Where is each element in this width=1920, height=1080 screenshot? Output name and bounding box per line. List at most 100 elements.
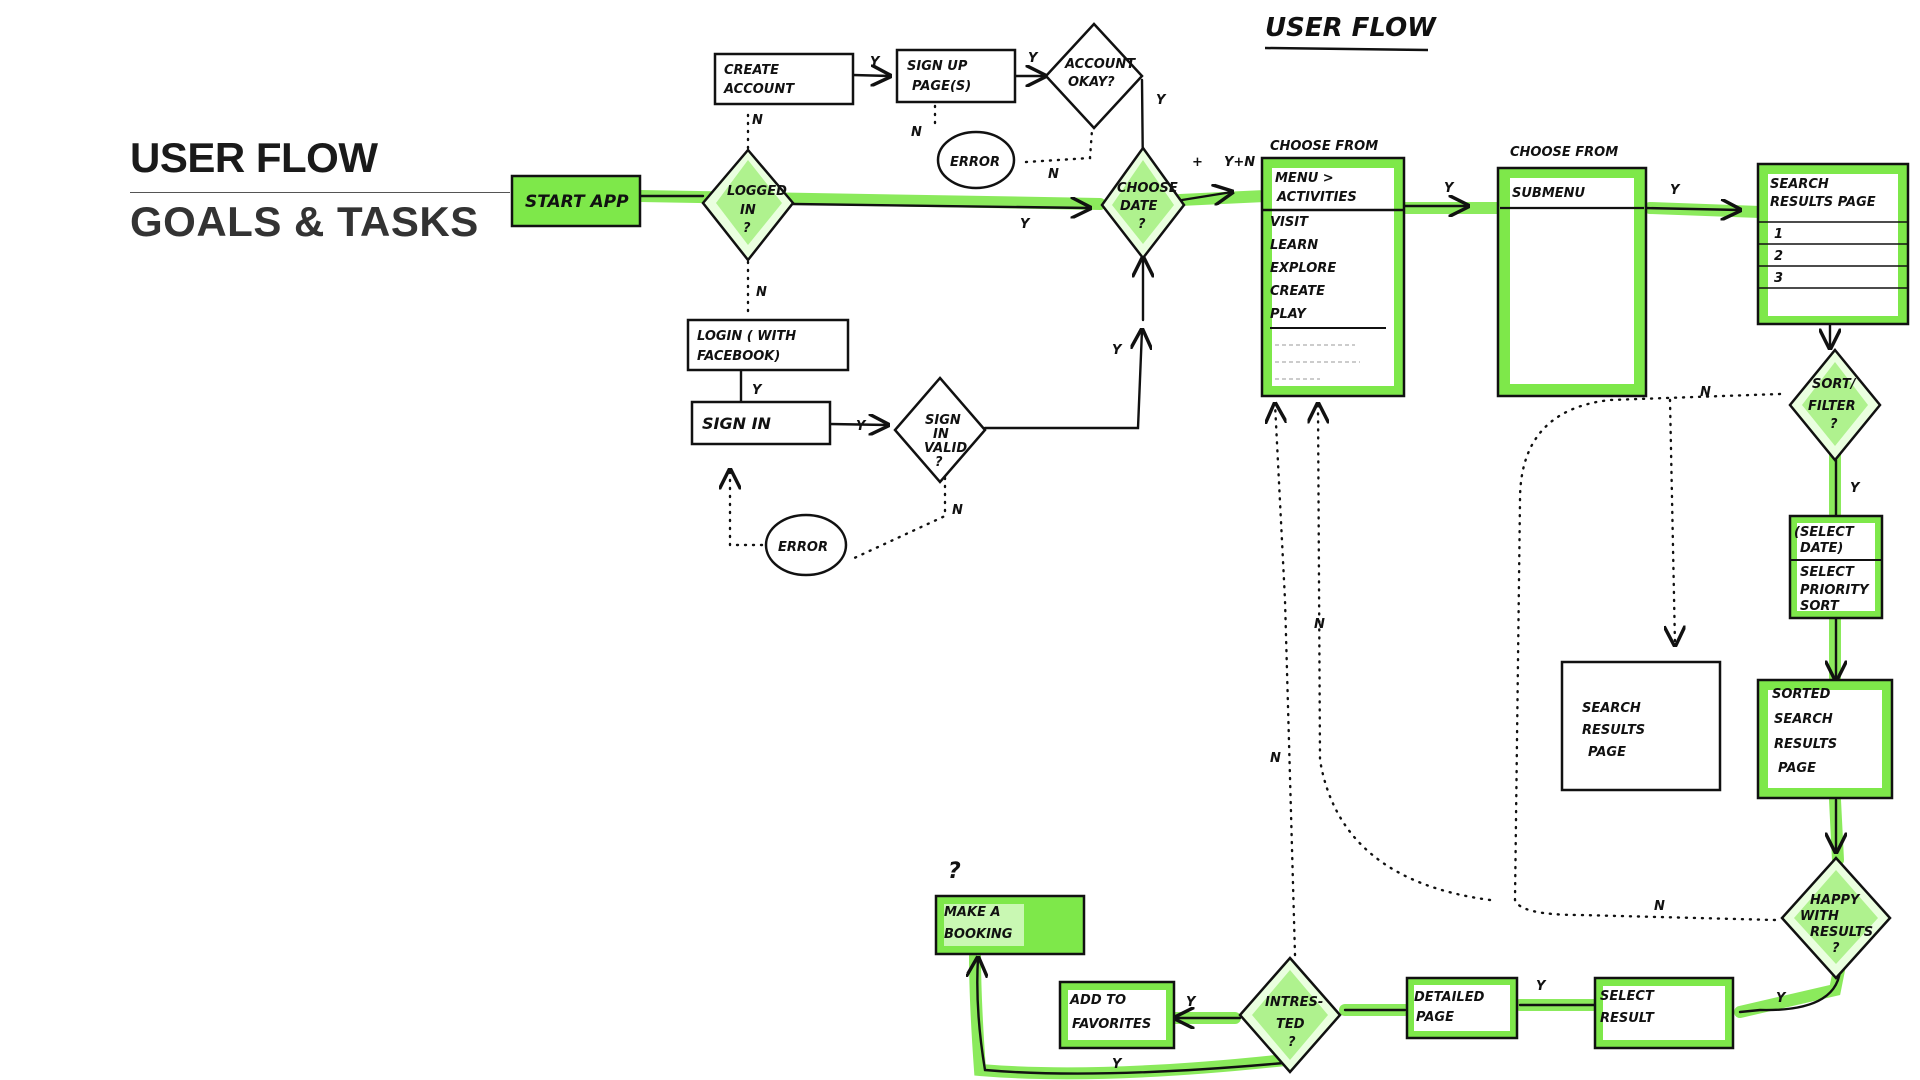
edge-label-n: N	[1654, 899, 1665, 914]
edge-label-y: Y	[1444, 181, 1455, 196]
edge-date-menu	[1180, 192, 1232, 200]
svg-text:MAKE A: MAKE A	[944, 905, 1001, 920]
svg-text:?: ?	[1832, 941, 1840, 956]
edge-label-n: N	[1314, 617, 1325, 632]
edge-label-y: Y	[1670, 183, 1681, 198]
svg-text:TED: TED	[1276, 1017, 1305, 1032]
svg-text:LOGGED: LOGGED	[727, 184, 787, 199]
decision-happy-results: HAPPY WITH RESULTS ?	[1780, 856, 1892, 980]
node-start-app: START APP	[510, 174, 642, 228]
node-menu-activities: MENU > ACTIVITIES VISIT LEARN EXPLORE CR…	[1260, 156, 1406, 398]
svg-text:WITH: WITH	[1800, 909, 1839, 924]
decision-sign-in-valid: SIGN IN VALID ?	[893, 376, 987, 484]
svg-text:SEARCH: SEARCH	[1770, 177, 1829, 192]
title-divider	[130, 192, 510, 193]
svg-text:IN: IN	[740, 203, 756, 218]
edge-create-signup	[851, 75, 890, 76]
svg-text:RESULTS: RESULTS	[1810, 925, 1873, 940]
svg-text:PAGE: PAGE	[1778, 761, 1816, 776]
svg-text:INTRES-: INTRES-	[1265, 995, 1323, 1010]
svg-text:SIGN: SIGN	[925, 413, 961, 428]
node-submenu: SUBMENU	[1496, 166, 1648, 398]
decision-interested: INTRES- TED ?	[1238, 956, 1342, 1074]
svg-text:DETAILED: DETAILED	[1414, 990, 1485, 1005]
svg-text:SIGN IN: SIGN IN	[702, 414, 772, 433]
svg-text:RESULTS: RESULTS	[1582, 723, 1645, 738]
svg-text:ERROR: ERROR	[950, 155, 1000, 170]
svg-text:VALID: VALID	[924, 441, 967, 456]
flow-connectors	[638, 75, 1840, 1075]
edge-label-y: Y	[752, 383, 763, 398]
edge-label-y: Y	[1112, 343, 1123, 358]
svg-text:(SELECT: (SELECT	[1794, 525, 1855, 540]
node-error-bottom: ERROR	[764, 513, 848, 577]
node-create-account: CREATE ACCOUNT	[713, 52, 855, 106]
svg-text:ACCOUNT: ACCOUNT	[723, 82, 795, 97]
svg-text:LOGIN ( WITH: LOGIN ( WITH	[697, 329, 796, 344]
svg-text:SIGN UP: SIGN UP	[907, 59, 968, 74]
edge-label-y: Y	[856, 419, 867, 434]
booking-question-mark: ?	[948, 859, 961, 884]
node-detailed-page: DETAILED PAGE	[1405, 976, 1519, 1040]
edge-label-y: Y	[1536, 979, 1547, 994]
svg-text:SELECT: SELECT	[1800, 565, 1855, 580]
edge-submenu-search	[1643, 208, 1740, 210]
edge-label-y: Y	[1028, 51, 1039, 66]
edge-label-y: Y	[1156, 93, 1167, 108]
svg-text:EXPLORE: EXPLORE	[1270, 261, 1336, 276]
svg-text:ACTIVITIES: ACTIVITIES	[1276, 190, 1357, 205]
svg-text:?: ?	[743, 221, 751, 236]
svg-text:LEARN: LEARN	[1270, 238, 1318, 253]
svg-text:3: 3	[1774, 271, 1783, 286]
svg-text:PRIORITY: PRIORITY	[1800, 583, 1870, 598]
svg-text:FAVORITES: FAVORITES	[1072, 1017, 1151, 1032]
decision-choose-date: CHOOSE DATE ?	[1100, 145, 1186, 261]
node-sign-in: SIGN IN	[690, 400, 832, 446]
edge-label-n: N	[1270, 751, 1281, 766]
svg-text:RESULTS PAGE: RESULTS PAGE	[1770, 195, 1876, 210]
edge-interested-booking	[977, 958, 1297, 1075]
slide-title: USER FLOW	[130, 134, 378, 181]
svg-text:SORT: SORT	[1800, 599, 1840, 614]
svg-text:?: ?	[1830, 417, 1838, 432]
edge-label-y: Y	[1112, 1057, 1123, 1072]
svg-text:ACCOUNT: ACCOUNT	[1064, 57, 1136, 72]
svg-text:?: ?	[1138, 217, 1146, 232]
edge-label-n: N	[1700, 385, 1711, 400]
heading-underline	[1264, 46, 1429, 52]
decision-account-okay: ACCOUNT OKAY?	[1044, 22, 1144, 130]
svg-text:CHOOSE: CHOOSE	[1117, 181, 1178, 196]
svg-text:PAGE: PAGE	[1416, 1010, 1454, 1025]
svg-text:CREATE: CREATE	[724, 63, 779, 78]
node-error-top: ERROR	[936, 130, 1016, 190]
edge-label-y-or-n: Y+N	[1224, 155, 1255, 170]
edge-label-n: N	[1048, 167, 1059, 182]
svg-text:DATE: DATE	[1120, 199, 1157, 214]
edge-label-plus: +	[1192, 155, 1203, 170]
node-make-a-booking: ? MAKE A BOOKING	[934, 859, 1086, 956]
slide-subtitle: GOALS & TASKS	[130, 198, 479, 245]
edge-logged-choose-date	[791, 204, 1090, 208]
svg-text:BOOKING: BOOKING	[944, 927, 1013, 942]
node-sorted-results: SORTED SEARCH RESULTS PAGE	[1756, 678, 1894, 800]
node-search-results-plain: SEARCH RESULTS PAGE	[1560, 660, 1722, 792]
node-signup-pages: SIGN UP PAGE(S)	[895, 48, 1017, 104]
svg-text:FILTER: FILTER	[1808, 399, 1856, 414]
svg-text:FACEBOOK): FACEBOOK)	[697, 349, 780, 364]
svg-text:OKAY?: OKAY?	[1068, 75, 1115, 90]
edge-label-n: N	[952, 503, 963, 518]
node-login-facebook: LOGIN ( WITH FACEBOOK)	[686, 318, 850, 372]
edge-labels: Y Y Y N N N Y N Y Y Y N + Y+N Y Y N Y N …	[752, 51, 1861, 1072]
svg-text:DATE): DATE)	[1800, 541, 1843, 556]
svg-text:START APP: START APP	[525, 192, 629, 212]
edge-label-y: Y	[1850, 481, 1861, 496]
node-add-to-favorites: ADD TO FAVORITES	[1058, 980, 1176, 1050]
svg-text:MENU >: MENU >	[1275, 171, 1334, 186]
svg-text:SORTED: SORTED	[1772, 687, 1831, 702]
svg-text:SEARCH: SEARCH	[1582, 701, 1641, 716]
edge-valid-choose-date	[983, 330, 1142, 430]
svg-text:1: 1	[1774, 227, 1783, 242]
svg-text:PAGE: PAGE	[1588, 745, 1626, 760]
edge-label-y: Y	[1186, 995, 1197, 1010]
